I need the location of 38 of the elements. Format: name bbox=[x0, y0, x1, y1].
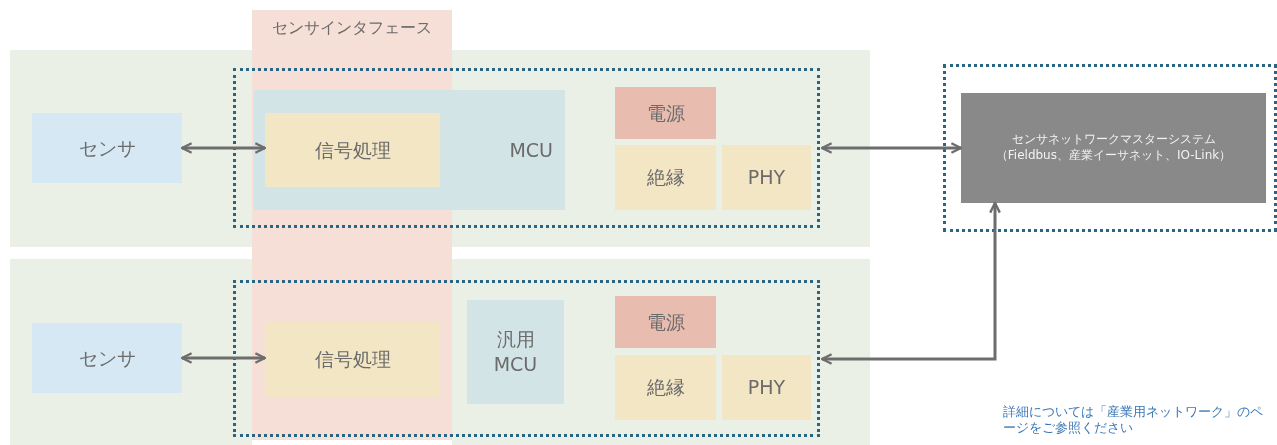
process-box bbox=[615, 355, 716, 420]
box-label: 電源 bbox=[646, 100, 685, 126]
power-box bbox=[615, 87, 716, 139]
box-label: センサネットワークマスターシステム（Fieldbus、産業イーサネット、IO-Link） bbox=[994, 132, 1233, 164]
mcu-box bbox=[254, 90, 565, 210]
process-box bbox=[722, 145, 811, 210]
box-label: MCU bbox=[509, 137, 553, 163]
dotted-frame bbox=[233, 68, 820, 228]
process-box bbox=[615, 145, 716, 210]
double-arrow bbox=[180, 142, 267, 154]
master-system-box bbox=[961, 93, 1266, 203]
dotted-frame bbox=[943, 64, 1277, 232]
sensor-box bbox=[32, 113, 182, 183]
box-label: 信号処理 bbox=[314, 137, 391, 163]
double-arrow bbox=[820, 142, 963, 154]
box-label: 絶縁 bbox=[646, 165, 685, 190]
power-box bbox=[615, 296, 716, 348]
mcu-box bbox=[467, 300, 564, 404]
box-label: 絶縁 bbox=[646, 375, 685, 400]
note-text: 詳細については「産業用ネットワーク」のページをご参照ください bbox=[1003, 404, 1264, 437]
sensor-box bbox=[32, 323, 182, 393]
box-label: 電源 bbox=[646, 309, 685, 335]
double-arrow bbox=[180, 352, 267, 364]
box-label: 汎用 MCU bbox=[492, 327, 539, 377]
box-label: センサ bbox=[78, 345, 136, 371]
box-label: センサ bbox=[78, 135, 136, 161]
row-panel bbox=[10, 50, 870, 247]
double-arrow bbox=[820, 201, 1001, 365]
dotted-frame bbox=[233, 280, 820, 437]
box-label: PHY bbox=[747, 165, 786, 190]
box-label: 信号処理 bbox=[314, 347, 391, 372]
box-label: PHY bbox=[747, 375, 786, 400]
process-box bbox=[265, 113, 440, 187]
interface-band-background bbox=[252, 10, 452, 50]
process-box bbox=[722, 355, 811, 420]
band-title: センサインタフェース bbox=[272, 18, 432, 39]
row-panel bbox=[10, 259, 870, 445]
process-box bbox=[265, 322, 440, 397]
